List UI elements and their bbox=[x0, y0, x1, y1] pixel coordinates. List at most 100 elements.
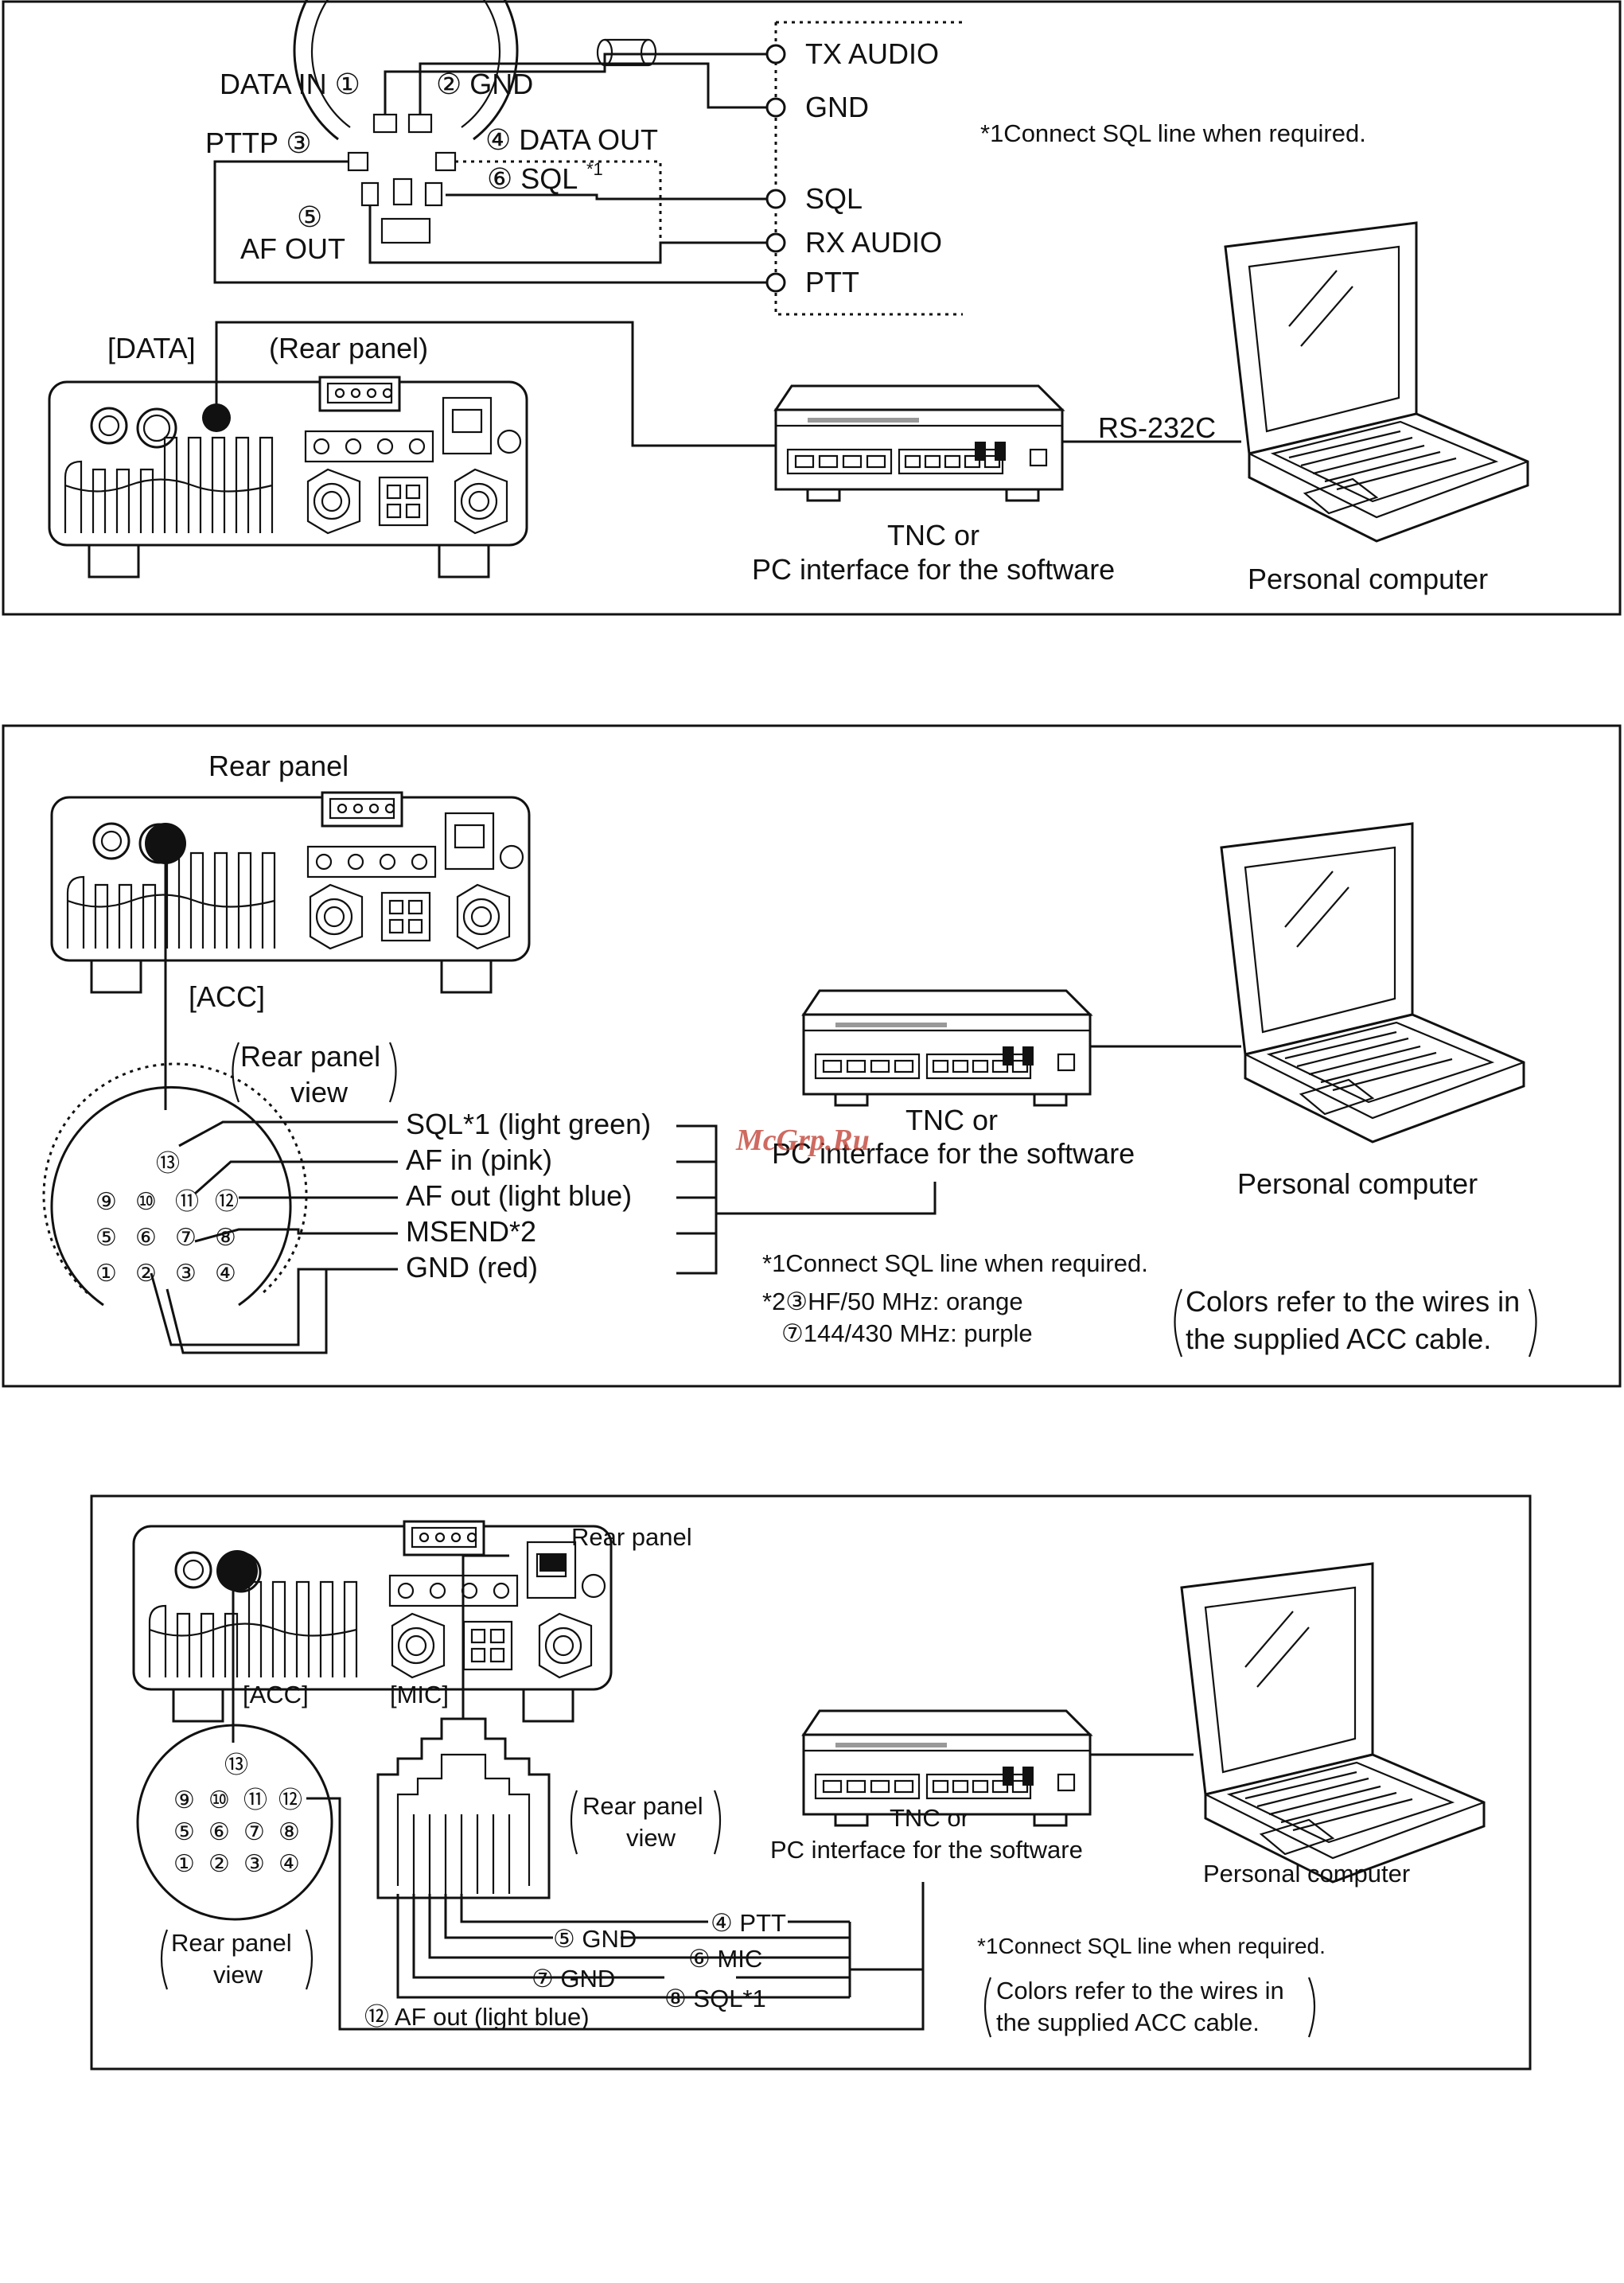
pin-data-in-label: DATA IN ① bbox=[220, 68, 360, 100]
line-tx-audio-label: TX AUDIO bbox=[805, 37, 939, 70]
panel2-note1: *1Connect SQL line when required. bbox=[762, 1249, 1148, 1277]
acc-pin-1: ① bbox=[173, 1851, 195, 1877]
acc-wires bbox=[150, 1120, 937, 1354]
transceiver-rear bbox=[50, 791, 531, 994]
tnc-label-line2: PC interface for the software bbox=[770, 1836, 1083, 1864]
acc-view-label-line1: Rear panel bbox=[240, 1040, 380, 1073]
panel3-colors-line1: Colors refer to the wires in bbox=[996, 1977, 1284, 2004]
transceiver-rear bbox=[132, 1520, 613, 1723]
panel-acc-connection: Rear panel [ACC] Rear panel view ⑬ ⑨ ⑩ ⑪… bbox=[2, 724, 1622, 1388]
acc-pin-8: ⑧ bbox=[278, 1819, 300, 1845]
mic-modular-jack bbox=[376, 1717, 551, 1899]
acc-pin-9: ⑨ bbox=[95, 1189, 117, 1215]
data-wires bbox=[213, 21, 963, 316]
pin-pttp-label: PTTP ③ bbox=[205, 127, 312, 159]
pin-sql-label: ⑥ SQL bbox=[487, 162, 578, 195]
rear-panel-label: Rear panel bbox=[208, 750, 349, 782]
mic-mic-label: ⑥ MIC bbox=[688, 1945, 762, 1973]
panel2-note2b: ⑦144/430 MHz: purple bbox=[781, 1319, 1033, 1347]
acc-view-label-line2: view bbox=[213, 1961, 263, 1989]
acc-pin-4: ④ bbox=[215, 1260, 236, 1287]
acc-pin-9: ⑨ bbox=[173, 1787, 195, 1814]
laptop bbox=[1180, 1562, 1486, 1884]
computer-label: Personal computer bbox=[1203, 1860, 1410, 1888]
tnc-label-line1: TNC or bbox=[890, 1804, 969, 1832]
tnc-label-line1: TNC or bbox=[887, 519, 979, 551]
panel2-colors-line1: Colors refer to the wires in bbox=[1186, 1285, 1520, 1318]
acc-pin-8: ⑧ bbox=[215, 1225, 236, 1251]
acc-pin-12: ⑫ bbox=[278, 1787, 302, 1814]
acc-pin-7: ⑦ bbox=[243, 1819, 265, 1845]
mic-view-label-line2: view bbox=[626, 1824, 676, 1852]
acc-pin-13: ⑬ bbox=[224, 1752, 248, 1778]
tnc-device bbox=[802, 989, 1092, 1107]
mic-jack-label: [MIC] bbox=[390, 1681, 449, 1708]
panel2-note2a: *2③HF/50 MHz: orange bbox=[762, 1288, 1023, 1315]
tnc-label-line2: PC interface for the software bbox=[772, 1137, 1135, 1170]
acc-view-label-line2: view bbox=[290, 1076, 349, 1108]
mic-wires bbox=[306, 1797, 925, 2031]
acc-pin-3: ③ bbox=[243, 1851, 265, 1877]
line-ptt-label: PTT bbox=[805, 266, 859, 298]
acc-pin-5: ⑤ bbox=[95, 1225, 117, 1251]
panel2-colors-line2: the supplied ACC cable. bbox=[1186, 1323, 1491, 1355]
acc-pin-10: ⑩ bbox=[208, 1787, 230, 1814]
computer-label: Personal computer bbox=[1237, 1167, 1478, 1200]
panel2-frame bbox=[2, 724, 1622, 1388]
wire-af-in-label: AF in (pink) bbox=[406, 1143, 552, 1176]
panel1-frame bbox=[2, 0, 1622, 616]
watermark: McGrp.Ru bbox=[735, 1124, 870, 1157]
acc-jack-label: [ACC] bbox=[189, 980, 265, 1013]
pin-gnd-label: ② GND bbox=[436, 68, 533, 100]
mic-ptt-label: ④ PTT bbox=[711, 1909, 786, 1937]
mic-sql-label: ⑧ SQL*1 bbox=[664, 1985, 766, 2012]
pin-af-out-number: ⑤ bbox=[297, 201, 322, 233]
acc-af-out-label: ⑫ AF out (light blue) bbox=[364, 2003, 590, 2031]
panel-data-connection: DATA IN ① ② GND PTTP ③ ④ DATA OUT ⑤ AF O… bbox=[2, 0, 1622, 616]
tnc-label-line1: TNC or bbox=[905, 1104, 998, 1136]
data-din-connector bbox=[293, 0, 519, 244]
panel3-colors-line2: the supplied ACC cable. bbox=[996, 2008, 1260, 2036]
acc-connector-face: ⑬ ⑨ ⑩ ⑪ ⑫ ⑤ ⑥ ⑦ ⑧ ① ② ③ ④ bbox=[136, 1724, 333, 1921]
wire-gnd-label: GND (red) bbox=[406, 1251, 538, 1284]
computer-label: Personal computer bbox=[1248, 563, 1488, 595]
wire-msend-label: MSEND*2 bbox=[406, 1215, 536, 1248]
laptop bbox=[1220, 822, 1525, 1143]
acc-pin-4: ④ bbox=[278, 1851, 300, 1877]
acc-pin-6: ⑥ bbox=[208, 1819, 230, 1845]
mic-gnd7-label: ⑦ GND bbox=[532, 1965, 615, 1993]
panel-acc-mic-connection: Rear panel [ACC] [MIC] ⑬ ⑨ ⑩ ⑪ ⑫ ⑤ ⑥ ⑦ ⑧… bbox=[90, 1494, 1532, 2071]
pin-af-out-label: AF OUT bbox=[240, 232, 345, 265]
transceiver-rear bbox=[48, 376, 528, 579]
acc-pin-1: ① bbox=[95, 1260, 117, 1287]
wire-sql-label: SQL*1 (light green) bbox=[406, 1108, 651, 1140]
rs232c-label: RS-232C bbox=[1098, 411, 1216, 444]
wire-af-out-label: AF out (light blue) bbox=[406, 1179, 632, 1212]
panel1-note: *1Connect SQL line when required. bbox=[980, 119, 1366, 147]
line-rx-audio-label: RX AUDIO bbox=[805, 226, 942, 259]
acc-connector-face: ⑬ ⑨ ⑩ ⑪ ⑫ ⑤ ⑥ ⑦ ⑧ ① ② ③ ④ bbox=[42, 1062, 308, 1307]
rear-panel-label: (Rear panel) bbox=[269, 332, 428, 364]
mic-gnd5-label: ⑤ GND bbox=[553, 1925, 637, 1953]
data-jack-label: [DATA] bbox=[107, 332, 196, 364]
laptop bbox=[1224, 221, 1529, 543]
acc-pin-12: ⑫ bbox=[215, 1189, 239, 1215]
pin-sql-footnote: *1 bbox=[586, 159, 603, 179]
panel3-note1: *1Connect SQL line when required. bbox=[977, 1934, 1326, 1958]
acc-jack-label: [ACC] bbox=[243, 1681, 309, 1708]
acc-pin-5: ⑤ bbox=[173, 1819, 195, 1845]
tnc-device bbox=[774, 384, 1064, 502]
line-gnd-label: GND bbox=[805, 91, 869, 123]
mic-view-label-line1: Rear panel bbox=[582, 1792, 703, 1820]
acc-pin-3: ③ bbox=[175, 1260, 197, 1287]
panel3-frame bbox=[90, 1494, 1532, 2071]
rear-panel-label: Rear panel bbox=[571, 1523, 692, 1551]
acc-pin-11: ⑪ bbox=[243, 1787, 267, 1814]
tnc-label-line2: PC interface for the software bbox=[752, 553, 1115, 586]
acc-pin-2: ② bbox=[208, 1851, 230, 1877]
acc-pin-13: ⑬ bbox=[156, 1151, 180, 1177]
line-sql-label: SQL bbox=[805, 182, 863, 215]
acc-view-label-line1: Rear panel bbox=[171, 1929, 292, 1957]
